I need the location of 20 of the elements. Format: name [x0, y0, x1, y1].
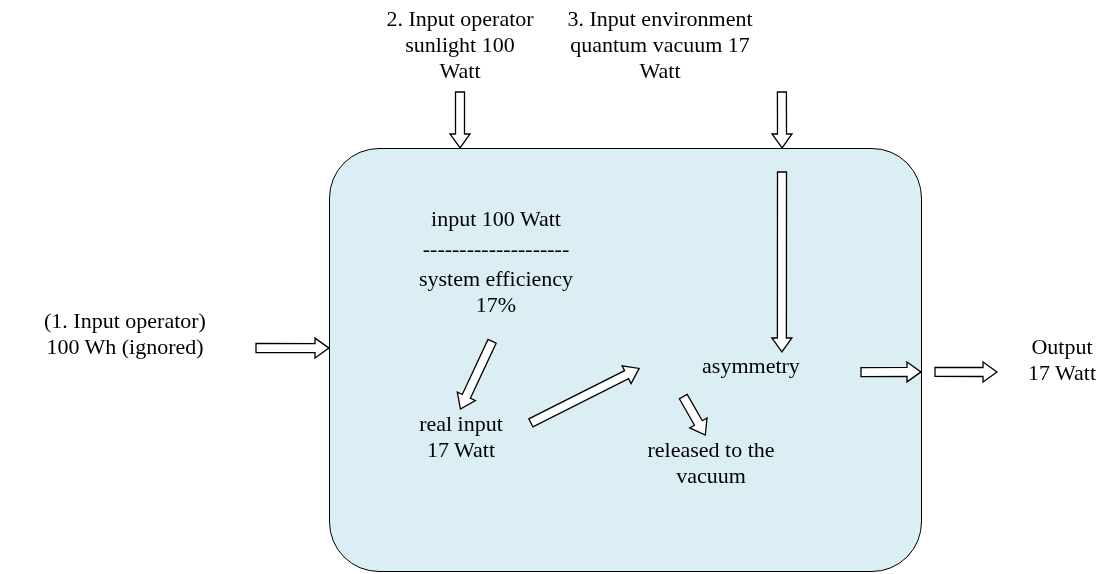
input-label: (1. Input operator) 100 Wh (ignored)	[40, 308, 255, 392]
input-label: 2. Input operator sunlight 100 Watt	[383, 6, 537, 90]
hollow-arrow	[678, 393, 708, 437]
node-label: real input 17 Watt	[408, 411, 514, 467]
hollow-arrow	[934, 360, 999, 384]
hollow-arrow	[770, 91, 794, 150]
output-label: Output 17 Watt	[1022, 334, 1102, 390]
hollow-arrow	[448, 91, 472, 150]
hollow-arrow	[860, 360, 923, 384]
formula-denominator: system efficiency 17%	[417, 266, 575, 318]
hollow-arrow	[527, 364, 641, 428]
hollow-arrow	[456, 338, 497, 411]
input-label: 3. Input environment quantum vacuum 17 Watt	[565, 6, 800, 90]
node-label: released to the vacuum	[641, 437, 781, 493]
fraction-line: --------------------	[421, 236, 571, 262]
formula-numerator: input 100 Watt	[430, 206, 562, 232]
hollow-arrow	[770, 171, 794, 354]
node-label: asymmetry	[641, 353, 861, 395]
hollow-arrow	[255, 336, 331, 360]
system-box	[329, 148, 922, 572]
